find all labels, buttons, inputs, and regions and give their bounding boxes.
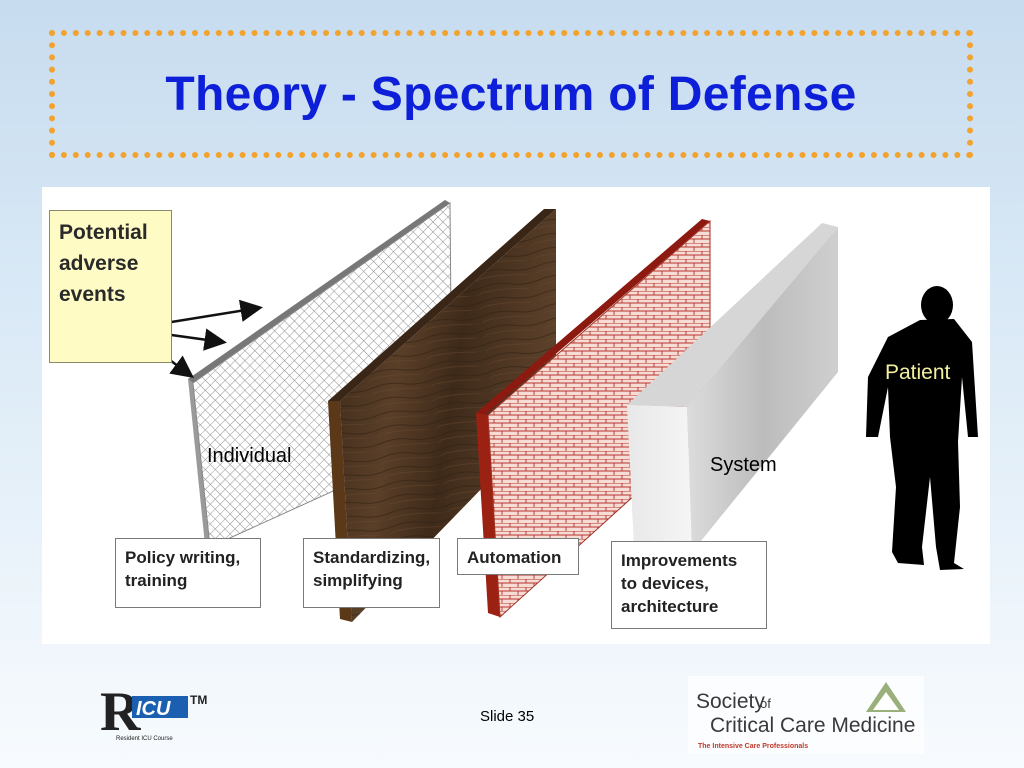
callout-standardizing: Standardizing, simplifying	[303, 538, 440, 608]
sccm-line2: Critical Care Medicine	[710, 714, 915, 737]
sccm-tagline: The Intensive Care Professionals	[698, 743, 808, 750]
callout-improvements: Improvements to devices, architecture	[611, 541, 767, 629]
individual-label: Individual	[207, 445, 292, 467]
callout-policy-writing: Policy writing, training	[115, 538, 261, 608]
callout-automation: Automation	[457, 538, 579, 575]
patient-label: Patient	[885, 361, 951, 384]
wood-layer	[328, 209, 556, 622]
concrete-layer	[627, 223, 838, 552]
slide-title: Theory - Spectrum of Defense	[165, 67, 857, 121]
svg-text:ICU: ICU	[136, 698, 171, 720]
trademark-mark: TM	[190, 693, 207, 707]
patient-silhouette	[866, 286, 978, 570]
spectrum-diagram: Potential adverse events Individual Syst…	[42, 187, 990, 644]
ricu-caption: Resident ICU Course	[116, 736, 173, 742]
sccm-line1-small: of	[760, 696, 771, 711]
diagram-graphics	[127, 200, 978, 622]
sccm-line1: Society	[696, 690, 765, 713]
potential-adverse-events-note: Potential adverse events	[49, 210, 172, 363]
ricu-logo: R ICU TM Resident ICU Course	[92, 674, 214, 752]
sccm-triangle-icon	[866, 682, 906, 712]
sccm-logo: Society of Critical Care Medicine The In…	[688, 676, 924, 754]
slide-number: Slide 35	[480, 708, 535, 725]
title-frame: Theory - Spectrum of Defense	[49, 30, 973, 158]
system-label: System	[710, 454, 777, 476]
